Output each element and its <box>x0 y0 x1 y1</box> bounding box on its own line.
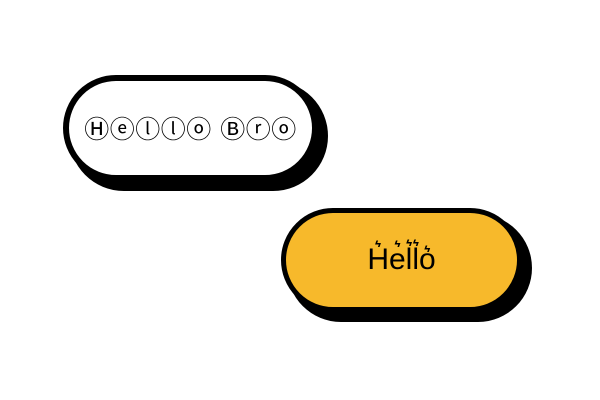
hello-bubble-label: H͛e͛l͛l͛o͛ <box>367 243 436 276</box>
hello-bro-bubble[interactable]: Ⓗⓔⓛⓛⓞ Ⓑⓡⓞ <box>63 75 318 181</box>
hello-bubble[interactable]: H͛e͛l͛l͛o͛ <box>281 208 522 312</box>
hello-bro-bubble-label: Ⓗⓔⓛⓛⓞ Ⓑⓡⓞ <box>84 115 297 144</box>
